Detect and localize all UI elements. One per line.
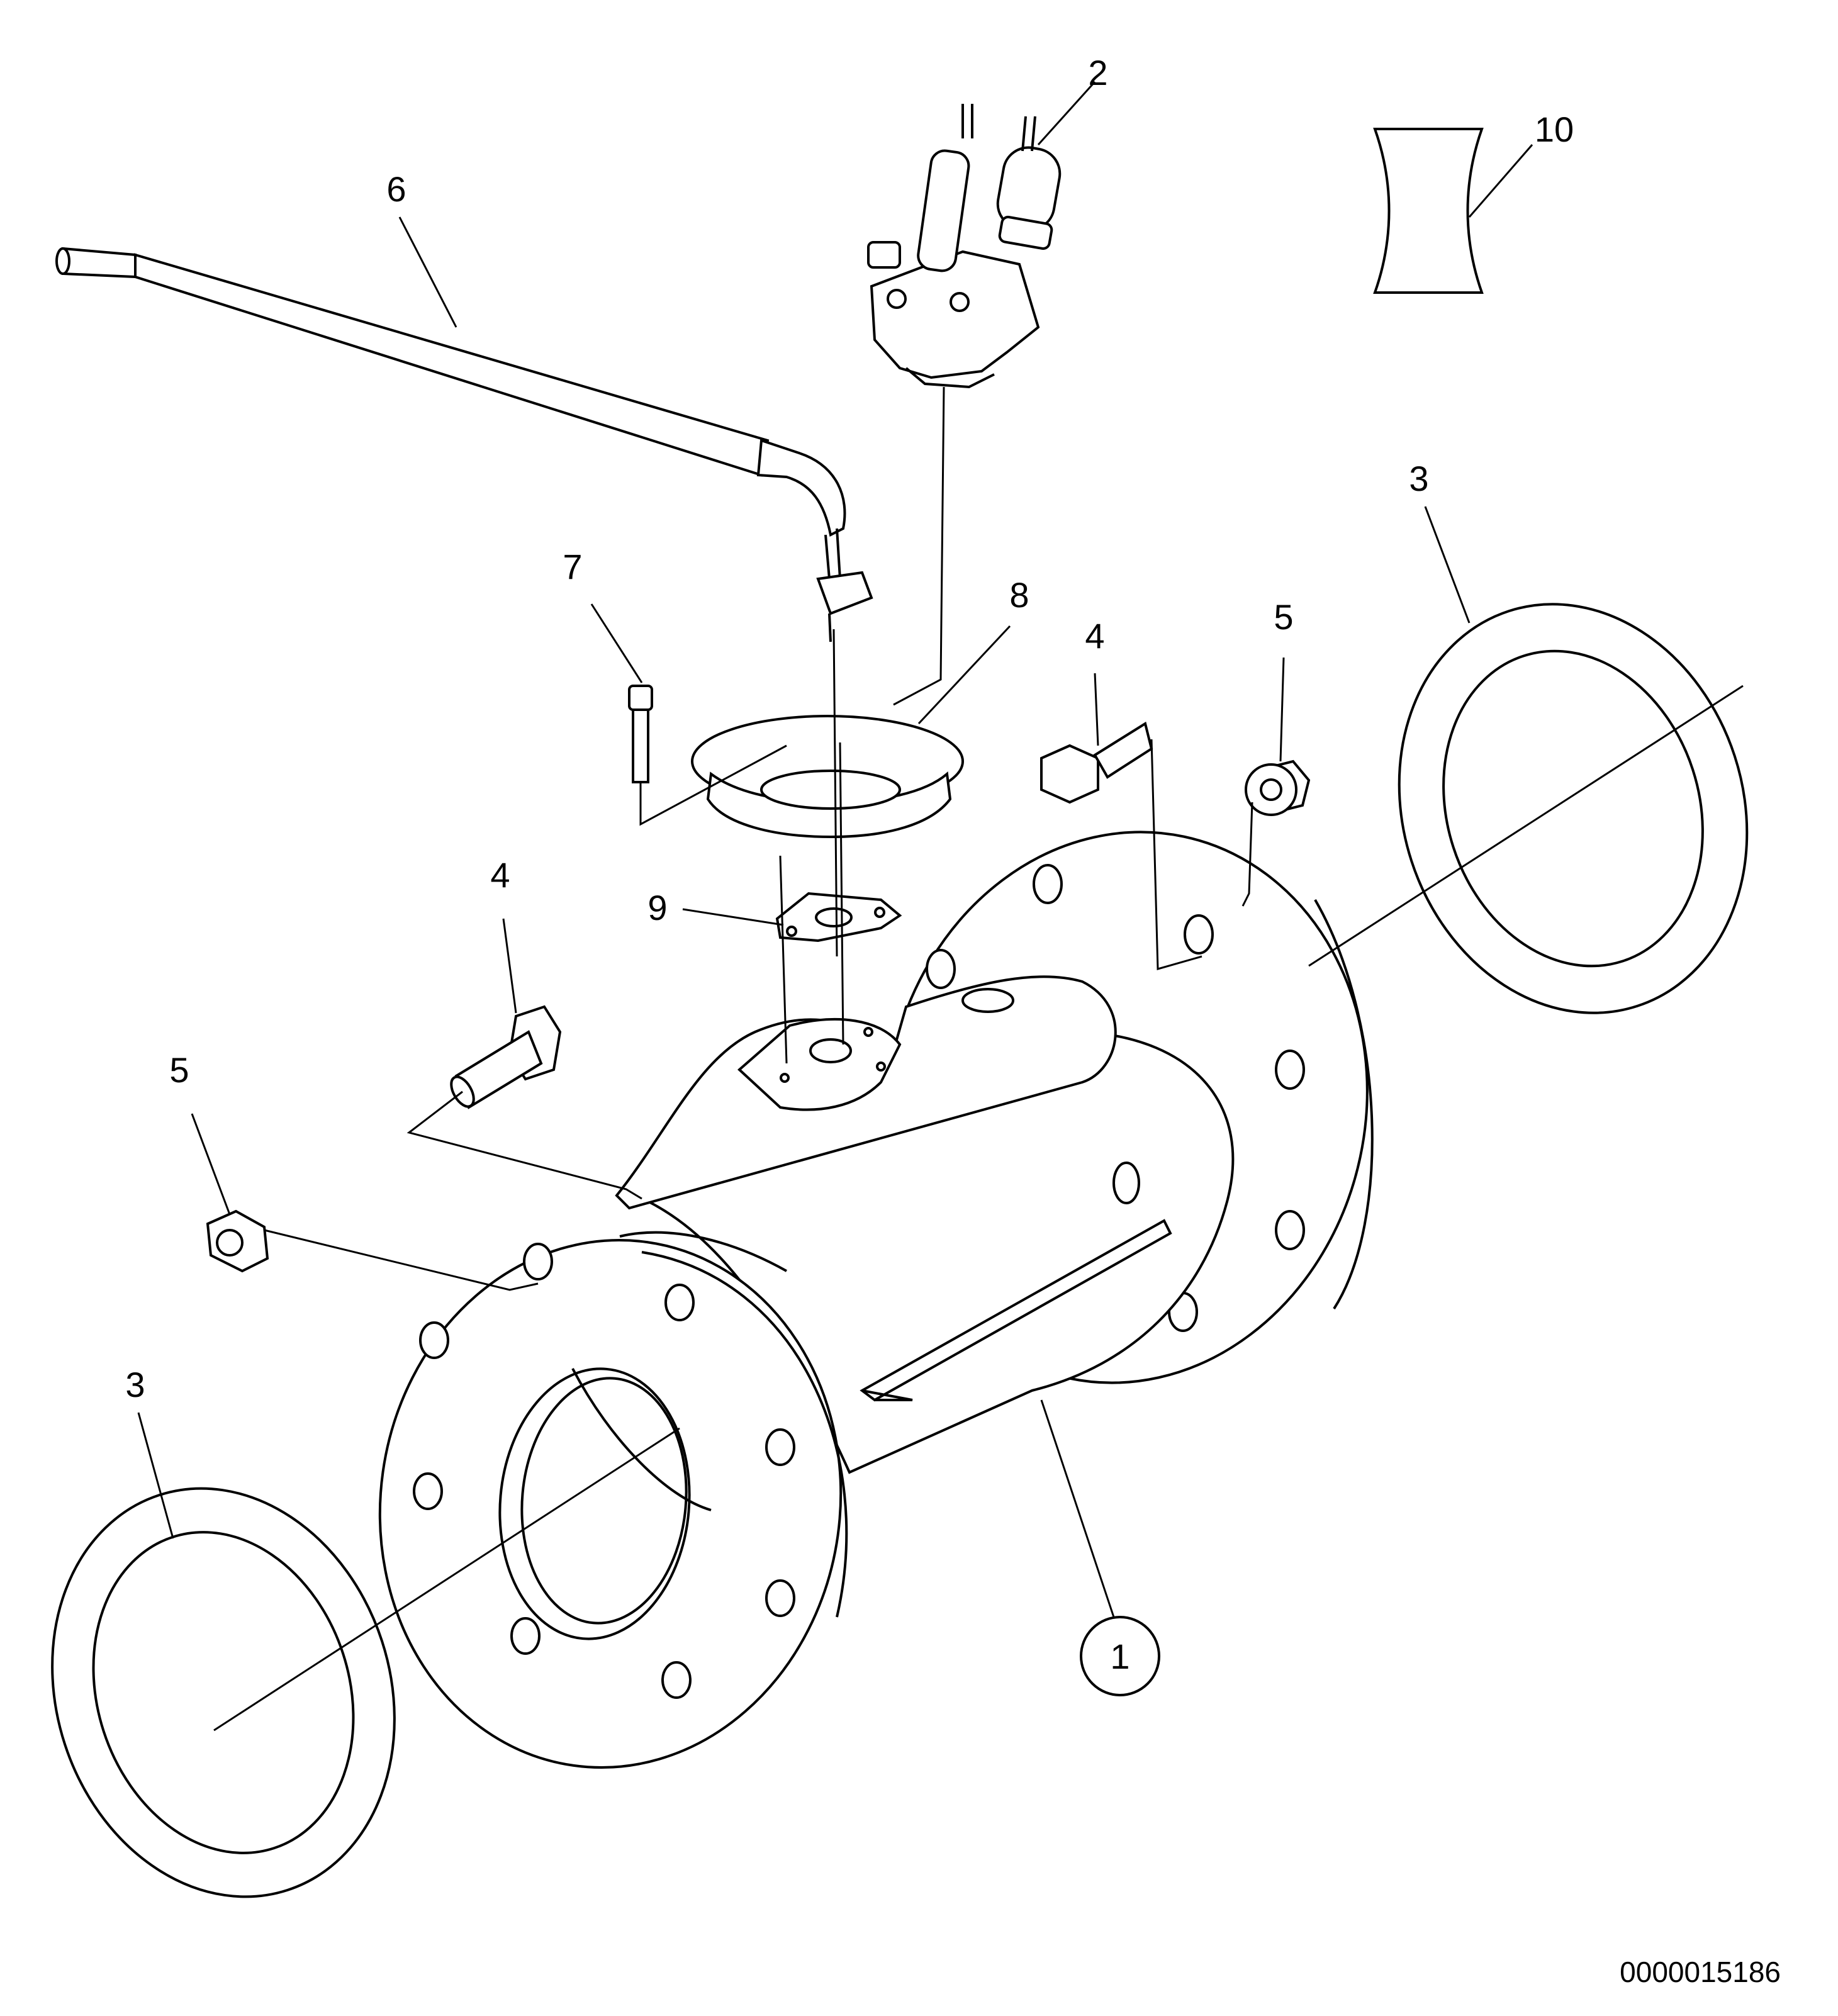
gasket-plate-part-9 (775, 892, 902, 943)
callout-1-circle (1080, 1616, 1160, 1696)
front-flange-bolt-holes (413, 1243, 795, 1699)
callout-10: 10 (1535, 109, 1574, 149)
callout-8: 8 (1009, 575, 1029, 615)
callout-4-lower: 4 (490, 855, 510, 895)
bolt-upper-part-4 (1040, 721, 1153, 804)
callout-3-rear: 3 (1409, 459, 1428, 498)
callout-5-upper: 5 (1274, 597, 1293, 637)
heat-shield-part-8 (691, 715, 964, 839)
callout-2: 2 (1088, 53, 1107, 92)
gasket-rear-part-3 (1398, 603, 1749, 1014)
harness-tube-part-6 (55, 247, 873, 642)
callout-6: 6 (386, 169, 406, 209)
callout-pointers (137, 81, 1533, 1618)
callout-7: 7 (563, 547, 582, 586)
bolt-lower-part-4 (450, 1005, 562, 1109)
callout-4-upper: 4 (1085, 616, 1104, 656)
assembly-lines (264, 386, 1253, 1291)
screw-part-7 (628, 685, 653, 783)
nut-upper-part-5 (1245, 759, 1311, 816)
sensor-part-2 (867, 104, 1062, 389)
rear-flange-bolt-holes (926, 864, 1305, 1332)
thermal-pad-part-10 (1373, 128, 1484, 294)
callout-9: 9 (647, 888, 667, 927)
callout-1: 1 (1110, 1637, 1129, 1676)
drawing-number: 0000015186 (1620, 1956, 1781, 1988)
main-body-part-1 (378, 831, 1374, 1769)
nut-lower-part-5 (206, 1209, 269, 1273)
callout-labels: 1 2 3 3 4 4 5 5 6 7 8 9 10 (125, 53, 1574, 1696)
callout-5-lower: 5 (169, 1050, 189, 1090)
callout-3-front: 3 (125, 1365, 145, 1404)
